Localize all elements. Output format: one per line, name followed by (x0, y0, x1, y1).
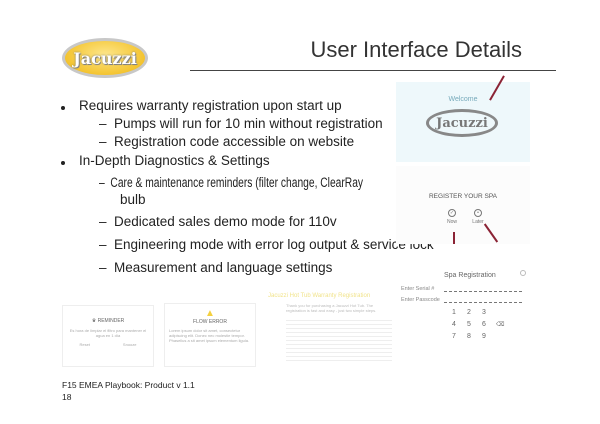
passcode-input[interactable] (444, 302, 522, 303)
bullet-dot (61, 161, 65, 165)
jacuzzi-logo: Jacuzzi (62, 38, 148, 78)
bullet-dot (61, 106, 65, 110)
spa-registration-screen: Spa Registration Enter Serial # Enter Pa… (396, 262, 532, 346)
passcode-label: Enter Passcode (401, 297, 440, 303)
flow-error-screen: ▲ FLOW ERROR Lorem ipsum dolor sit amet,… (164, 303, 256, 367)
warning-icon: ▲ (205, 308, 215, 319)
key-6[interactable]: 6 (482, 321, 486, 328)
close-icon[interactable] (520, 270, 526, 276)
key-1[interactable]: 1 (452, 309, 456, 316)
key-7[interactable]: 7 (452, 333, 456, 340)
key-3[interactable]: 3 (482, 309, 486, 316)
page-title: User Interface Details (310, 37, 522, 62)
bullet-text: Requires warranty registration upon star… (79, 98, 342, 113)
reminder-screen: ♛ REMINDER Es hora de limpiar el filtro … (62, 305, 154, 367)
sub-bullet: – Care & maintenance reminders (filter c… (99, 175, 364, 190)
serial-label: Enter Serial # (401, 286, 435, 292)
reminder-body: Es hora de limpiar el filtro para manten… (69, 328, 147, 338)
check-icon: ✓ (448, 209, 456, 217)
flow-error-body: Lorem ipsum dolor sit amet, consectetur … (169, 328, 250, 343)
sub-bullet: – Dedicated sales demo mode for 110v (99, 214, 337, 229)
sub-bullet-cont: bulb (120, 192, 146, 207)
reset-button[interactable]: Reset (79, 342, 90, 347)
sub-bullet: – Engineering mode with error log output… (99, 237, 434, 252)
warranty-steps (286, 317, 392, 363)
flow-error-title: FLOW ERROR (193, 319, 227, 325)
key-4[interactable]: 4 (452, 321, 456, 328)
reminder-title: ♛ REMINDER (91, 318, 125, 324)
key-2[interactable]: 2 (467, 309, 471, 316)
warranty-intro: Thank you for purchasing a Jacuzzi Hot T… (286, 303, 377, 313)
jacuzzi-logo-small: Jacuzzi (426, 109, 498, 137)
bullet-text: In-Depth Diagnostics & Settings (79, 153, 270, 168)
key-8[interactable]: 8 (467, 333, 471, 340)
spa-registration-title: Spa Registration (444, 272, 496, 279)
sub-bullet: – Registration code accessible on websit… (99, 134, 355, 149)
marker-annotation (453, 232, 455, 244)
key-9[interactable]: 9 (482, 333, 486, 340)
sub-bullet: – Measurement and language settings (99, 260, 333, 275)
record-icon: • (474, 209, 482, 217)
snooze-button[interactable]: Snooze (122, 342, 137, 347)
backspace-icon[interactable]: ⌫ (496, 322, 505, 328)
footer-text: F15 EMEA Playbook: Product v 1.1 (62, 380, 195, 390)
key-5[interactable]: 5 (467, 321, 471, 328)
warranty-screen: Jacuzzi Hot Tub Warranty Registration Th… (268, 293, 392, 397)
register-screen: REGISTER YOUR SPA ✓Now •Later (396, 166, 530, 244)
welcome-label: Welcome (448, 96, 478, 103)
register-title: REGISTER YOUR SPA (428, 193, 498, 200)
now-button[interactable]: ✓Now (446, 209, 457, 225)
sub-bullet: – Pumps will run for 10 min without regi… (99, 116, 383, 131)
later-button[interactable]: •Later (472, 209, 484, 225)
title-divider (190, 70, 556, 71)
page-number: 18 (62, 392, 72, 402)
serial-input[interactable] (444, 291, 522, 292)
welcome-screen: Welcome Jacuzzi (396, 82, 530, 162)
warranty-title: Jacuzzi Hot Tub Warranty Registration (268, 293, 371, 299)
